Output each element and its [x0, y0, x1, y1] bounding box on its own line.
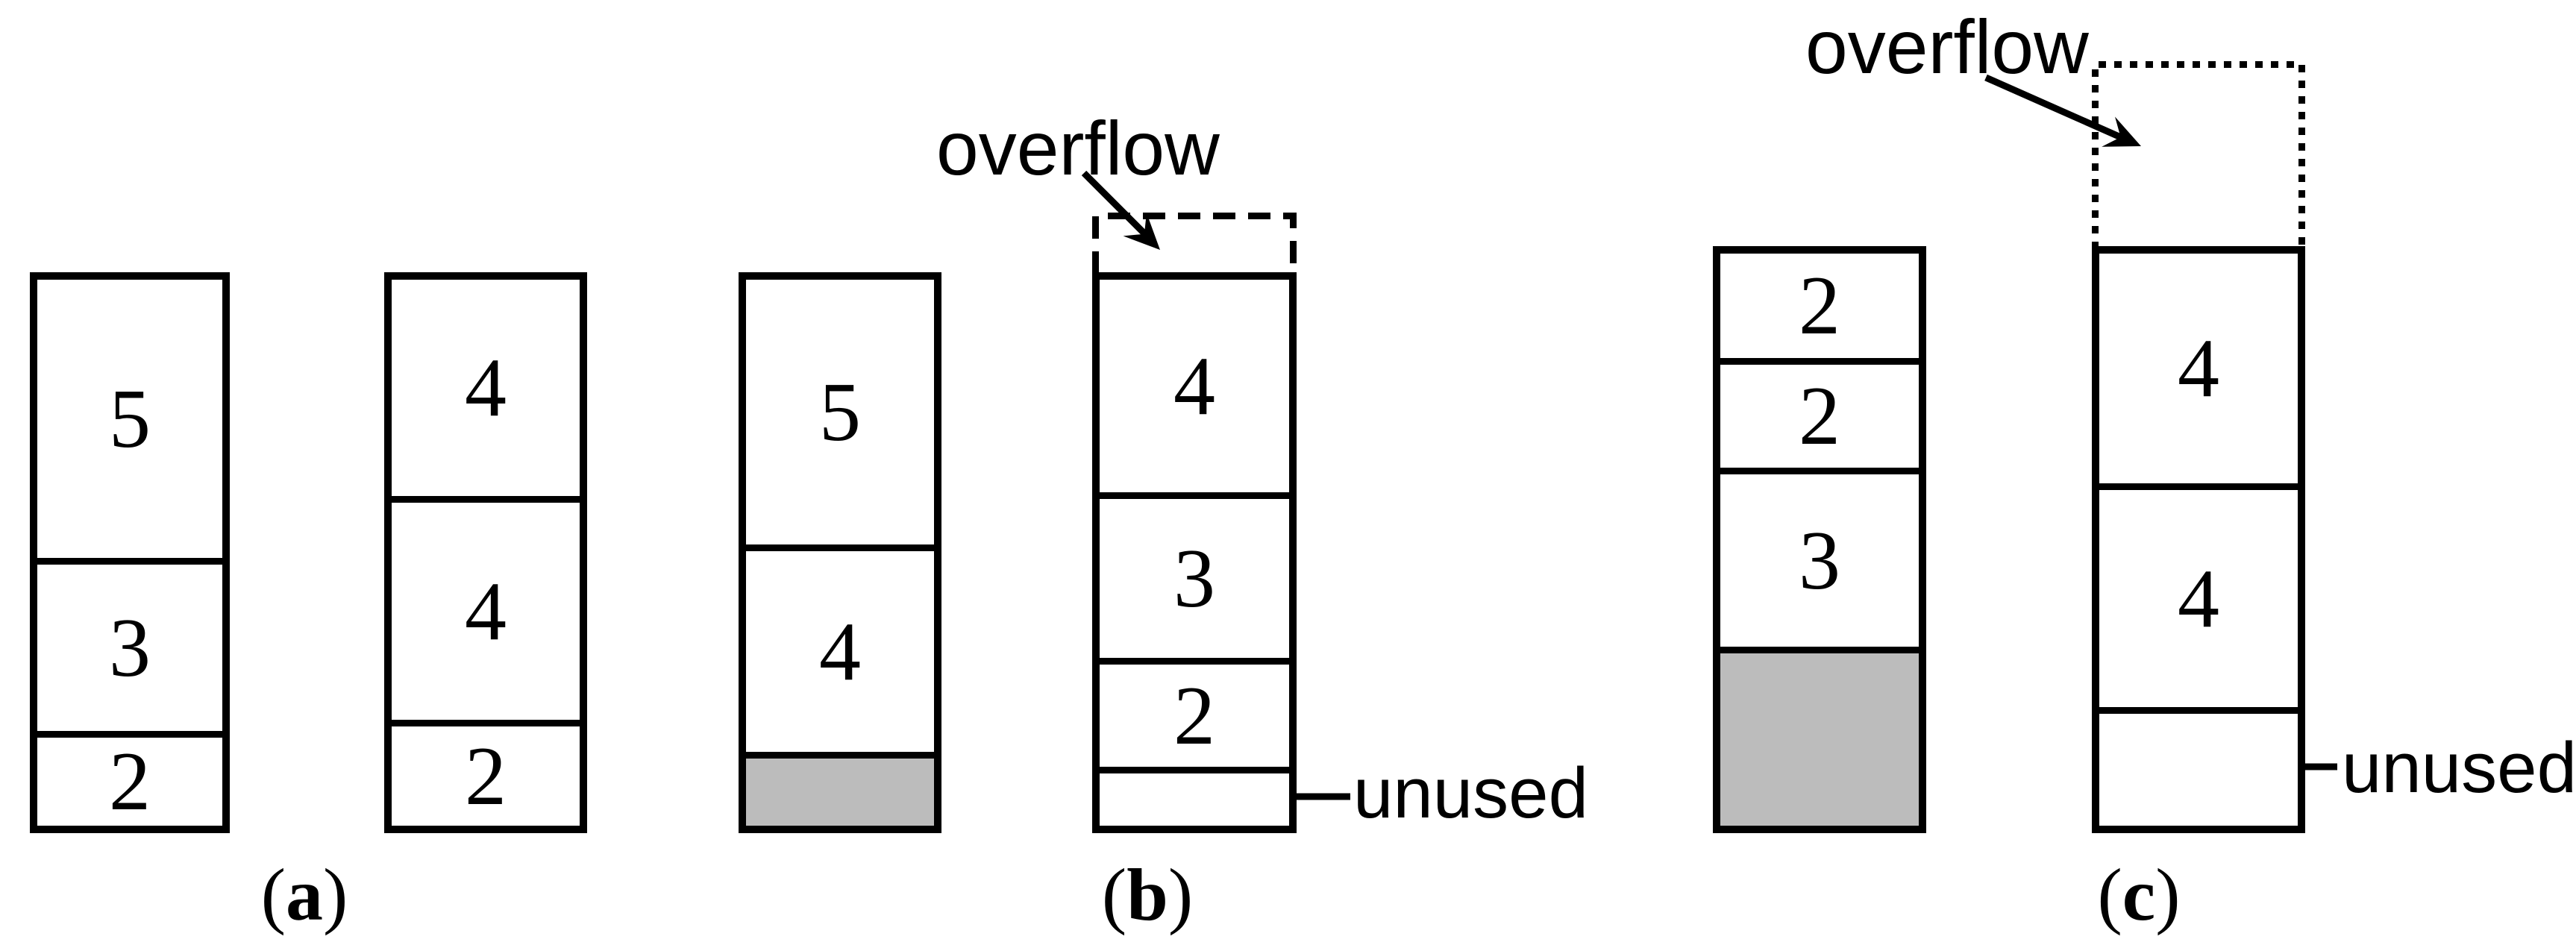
bin-a1-item-1: 5: [37, 280, 222, 558]
bin-c2-unused-slot: [2099, 707, 2298, 826]
caption-close-paren: ): [323, 853, 348, 936]
bin-b1: 5 4: [739, 272, 941, 833]
unused-label-b: unused: [1353, 753, 1588, 833]
item-value: 3: [1173, 532, 1215, 625]
item-value: 5: [819, 365, 861, 459]
bin-c1-item-3: 3: [1720, 468, 1919, 647]
bin-c2-item-2: 4: [2099, 483, 2298, 707]
bin-b2-item-2: 3: [1100, 492, 1289, 658]
item-value: 2: [465, 729, 507, 823]
bin-b1-item-2: 4: [746, 544, 934, 752]
caption-letter: a: [286, 853, 323, 936]
caption-letter: c: [2122, 853, 2156, 936]
caption-close-paren: ): [1168, 853, 1194, 936]
item-value: 4: [819, 605, 861, 698]
item-value: 2: [1173, 669, 1215, 762]
item-value: 3: [1799, 514, 1840, 607]
bin-c2-item-1: 4: [2099, 254, 2298, 483]
bin-c1: 2 2 3: [1713, 246, 1926, 833]
bin-a2: 4 4 2: [384, 272, 587, 833]
item-value: 4: [2178, 552, 2219, 645]
bin-a2-item-3: 2: [392, 720, 580, 826]
bin-b1-item-1: 5: [746, 280, 934, 544]
bin-a2-item-1: 4: [392, 280, 580, 496]
panel-caption-c: (c): [2097, 858, 2180, 932]
bin-c1-item-1: 2: [1720, 254, 1919, 358]
bin-b2-unused-slot: [1100, 767, 1289, 826]
bin-b2: 4 3 2: [1092, 272, 1297, 833]
bin-b2-item-3: 2: [1100, 658, 1289, 767]
item-value: 4: [465, 565, 507, 658]
caption-close-paren: ): [2155, 853, 2181, 936]
item-value: 2: [109, 735, 151, 828]
caption-open-paren: (: [260, 853, 286, 936]
item-value: 4: [1173, 339, 1215, 433]
overflow-dashed-box-b: [1092, 213, 1297, 274]
bin-c1-used-gray-fill: [1720, 647, 1919, 826]
panel-caption-a: (a): [261, 858, 348, 932]
bin-b1-used-gray-fill: [746, 752, 934, 826]
bin-a1-item-2: 3: [37, 558, 222, 731]
bin-b2-item-1: 4: [1100, 280, 1289, 492]
item-value: 2: [1799, 370, 1840, 462]
item-value: 5: [109, 372, 151, 465]
item-value: 4: [465, 342, 507, 434]
panel-caption-b: (b): [1102, 858, 1193, 932]
bin-c1-item-2: 2: [1720, 358, 1919, 468]
bin-a2-item-2: 4: [392, 496, 580, 720]
overflow-dotted-box-c: [2092, 61, 2305, 249]
unused-label-c: unused: [2342, 728, 2576, 808]
caption-open-paren: (: [2097, 853, 2122, 936]
item-value: 2: [1799, 260, 1840, 352]
caption-open-paren: (: [1101, 853, 1127, 936]
bin-a1-item-3: 2: [37, 731, 222, 826]
overflow-label-b: overflow: [936, 106, 1220, 191]
item-value: 4: [2178, 322, 2219, 415]
bin-c2: 4 4: [2092, 246, 2305, 833]
overflow-label-c: overflow: [1805, 4, 2089, 90]
bin-a1: 5 3 2: [30, 272, 230, 833]
item-value: 3: [109, 601, 151, 694]
caption-letter: b: [1126, 853, 1168, 936]
